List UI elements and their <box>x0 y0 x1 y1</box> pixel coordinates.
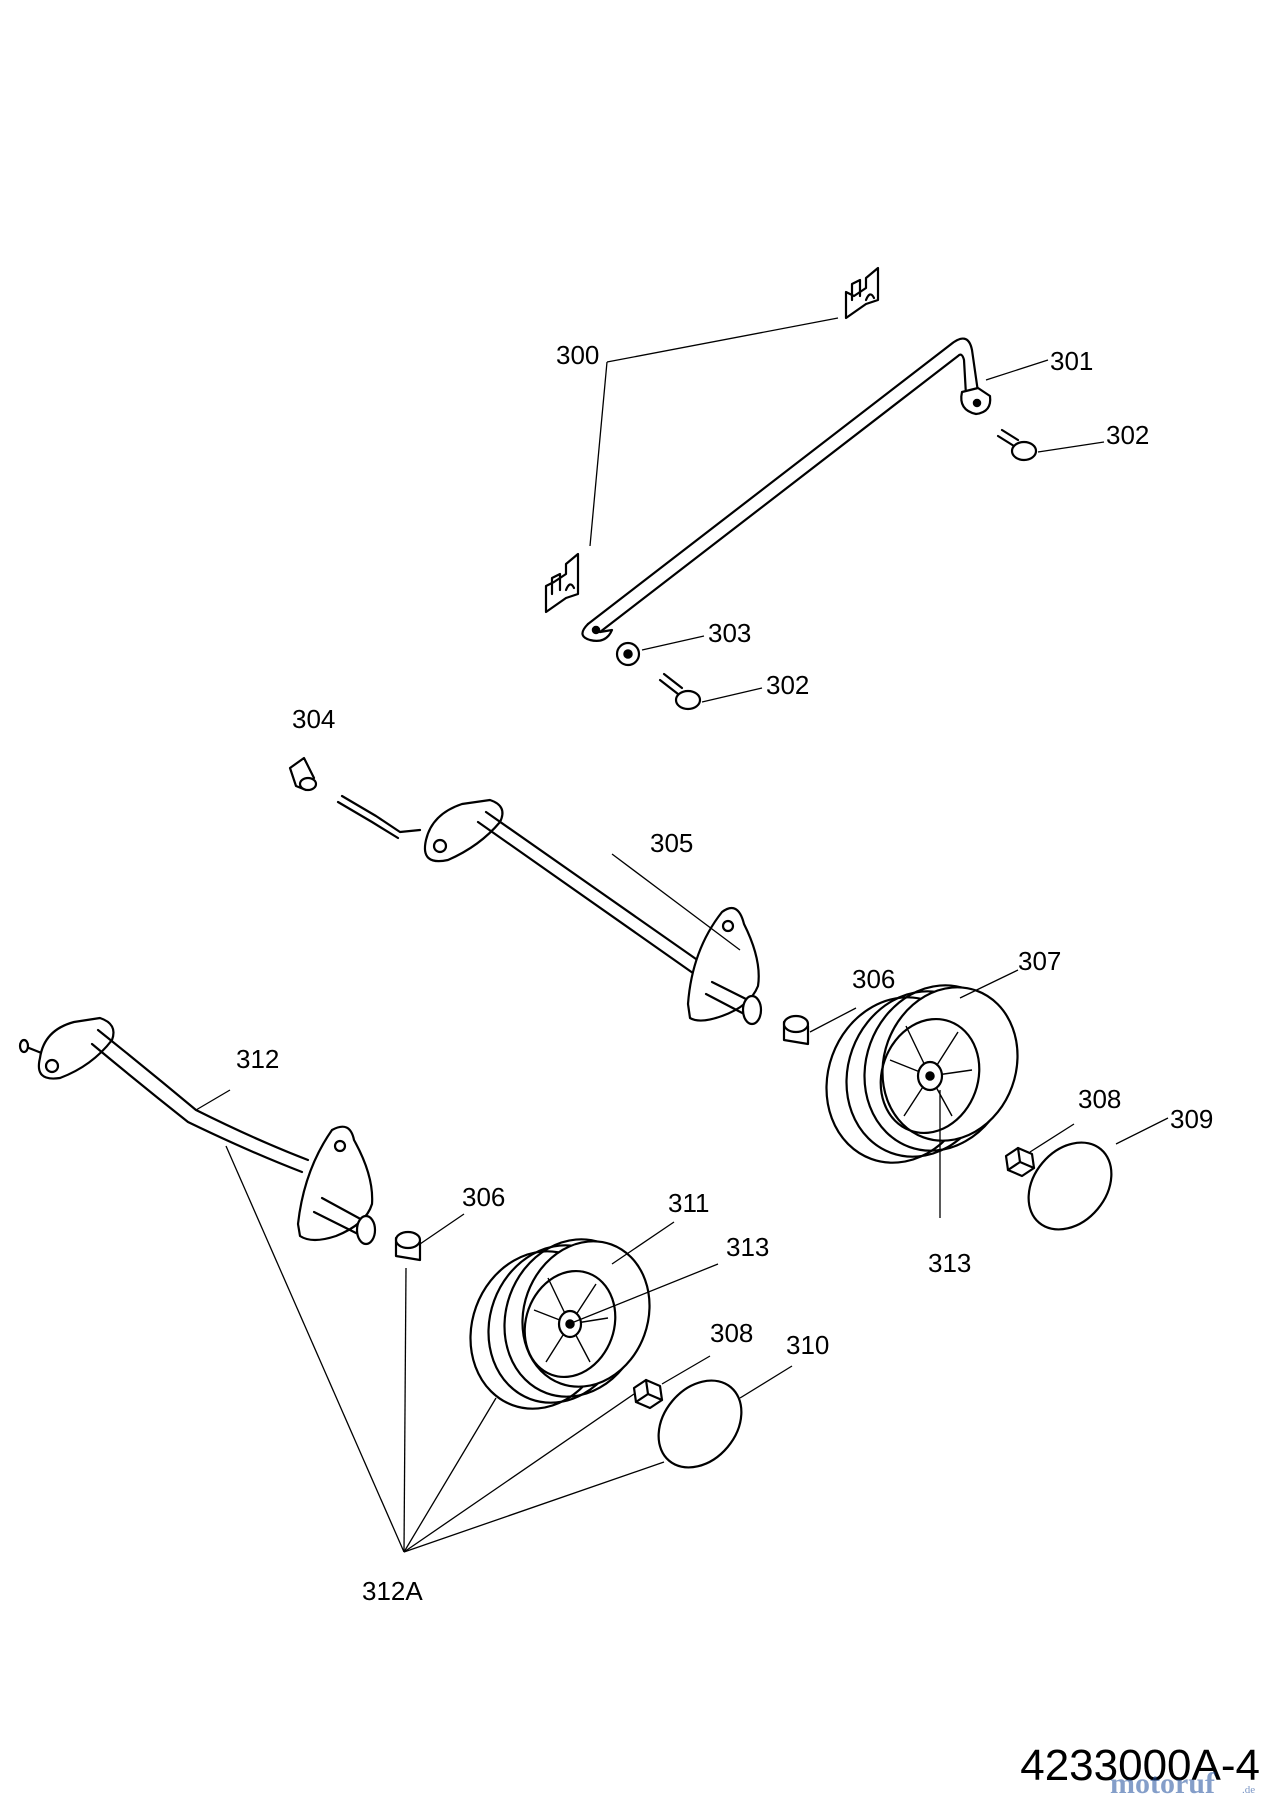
callout-311: 311 <box>668 1188 709 1218</box>
callout-308-front: 308 <box>1078 1084 1121 1114</box>
callout-300: 300 <box>556 340 599 370</box>
callout-labels: 300 301 302 303 302 304 305 306 307 308 … <box>236 340 1213 1606</box>
part-302-bolt-lower <box>658 672 702 711</box>
callout-307: 307 <box>1018 946 1061 976</box>
part-304-cap <box>288 756 318 792</box>
part-306-spacer-rear <box>394 1230 422 1262</box>
callout-313-rear: 313 <box>726 1232 769 1262</box>
part-306-spacer-front <box>782 1014 810 1046</box>
part-308-nut-rear <box>632 1378 664 1410</box>
part-301-rod <box>581 337 992 642</box>
callout-312a: 312A <box>362 1576 423 1606</box>
callout-301: 301 <box>1050 346 1093 376</box>
callout-302-upper: 302 <box>1106 420 1149 450</box>
part-303-washer <box>615 641 641 667</box>
part-310-hub-cap <box>657 1379 743 1469</box>
part-300-clip-upper <box>844 266 880 320</box>
part-305-axle <box>336 794 763 1026</box>
callout-303: 303 <box>708 618 751 648</box>
part-309-hub-cap <box>1027 1141 1113 1231</box>
watermark-suffix: .de <box>1242 1784 1255 1796</box>
part-300-clip-lower <box>544 552 580 614</box>
callout-309: 309 <box>1170 1104 1213 1134</box>
callout-305: 305 <box>650 828 693 858</box>
watermark-logo: motoruf .de <box>1110 1767 1255 1800</box>
callout-302-lower: 302 <box>766 670 809 700</box>
callout-304: 304 <box>292 704 335 734</box>
callout-306-front: 306 <box>852 964 895 994</box>
watermark-brand: motoruf <box>1110 1767 1216 1800</box>
part-311-wheel-rear <box>469 1238 651 1410</box>
drawing-number: 4233000A-4 <box>1020 1741 1260 1790</box>
callout-310: 310 <box>786 1330 829 1360</box>
part-308-nut-front <box>1004 1146 1036 1178</box>
part-302-bolt-upper <box>996 428 1038 462</box>
callout-313-front: 313 <box>928 1248 971 1278</box>
part-312-axle <box>18 1016 377 1246</box>
callout-308-rear: 308 <box>710 1318 753 1348</box>
leader-lines <box>195 317 1169 1553</box>
part-307-wheel-front <box>825 984 1019 1164</box>
callout-312: 312 <box>236 1044 279 1074</box>
callout-306-rear: 306 <box>462 1182 505 1212</box>
